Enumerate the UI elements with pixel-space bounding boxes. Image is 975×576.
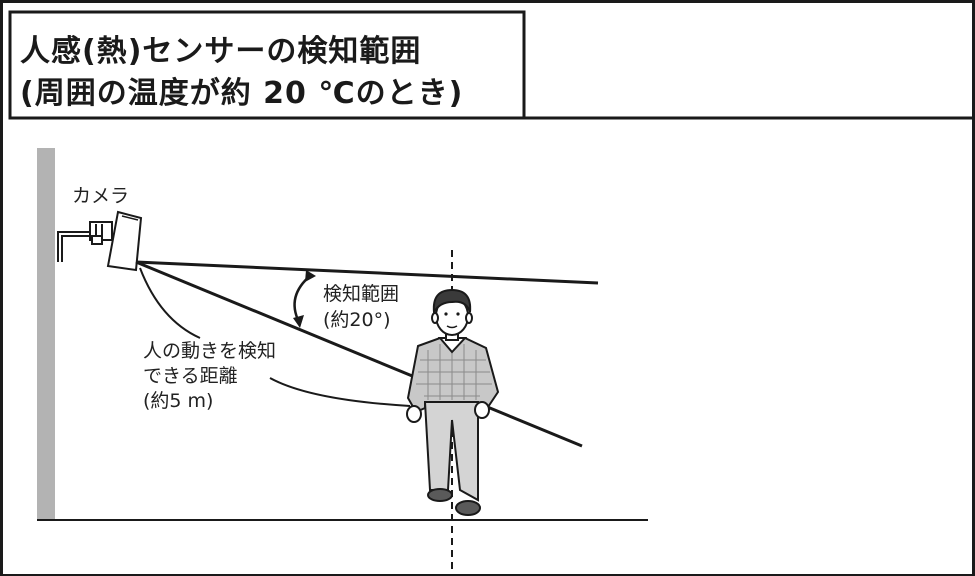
- camera-icon: [57, 210, 143, 272]
- detect-angle-label: (約20°): [323, 309, 391, 331]
- distance-leader-line: [139, 267, 201, 339]
- distance-label-line3: (約5 m): [143, 390, 214, 412]
- angle-arc: [293, 274, 312, 323]
- detect-range-label: 検知範囲: [323, 283, 400, 305]
- title-line-1: 人感(熱)センサーの検知範囲: [20, 34, 422, 69]
- distance-label-line2: できる距離: [143, 365, 238, 387]
- title-line-2: (周囲の温度が約 20 ℃のとき): [20, 76, 464, 111]
- angle-arrow-top: [305, 270, 316, 282]
- wall: [37, 148, 55, 520]
- angle-arrow-bottom: [293, 315, 304, 328]
- distance-curve: [269, 377, 411, 407]
- person-figure: [406, 288, 500, 516]
- detection-upper-line: [135, 260, 599, 285]
- detection-lower-line: [135, 260, 583, 448]
- title-box: [8, 10, 526, 120]
- camera-label: カメラ: [72, 185, 130, 207]
- distance-label-line1: 人の動きを検知: [143, 340, 277, 362]
